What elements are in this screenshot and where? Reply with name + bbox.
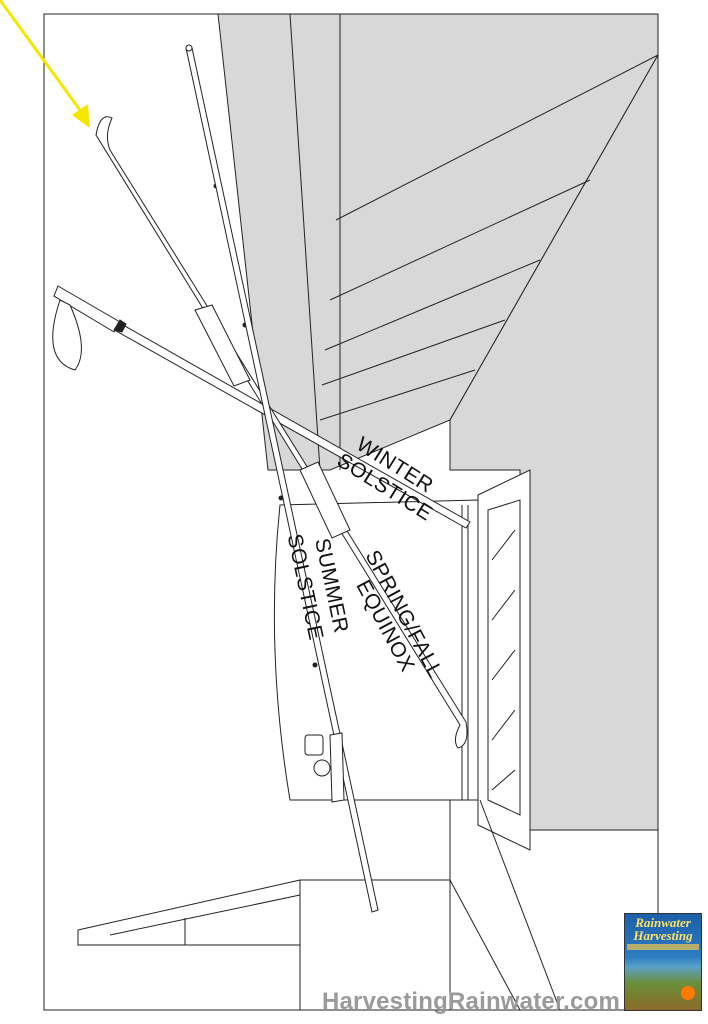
site-url[interactable]: HarvestingRainwater.com xyxy=(321,988,620,1015)
window xyxy=(477,469,531,851)
winter-solstice-rod xyxy=(52,285,471,529)
sun-ray-arrow xyxy=(0,0,90,128)
book-title-line2: Harvesting xyxy=(633,928,693,943)
sun-icon xyxy=(681,986,695,1000)
book-cover-thumbnail[interactable]: Rainwater Harvesting xyxy=(624,913,702,1011)
book-title-line1: Rainwater xyxy=(635,915,691,930)
wall-panel xyxy=(273,499,479,801)
floor xyxy=(77,799,561,1011)
book-subtitle-band xyxy=(627,944,699,950)
roof-rafters xyxy=(289,13,659,471)
summer-solstice-rod xyxy=(185,44,379,913)
equinox-rod xyxy=(95,116,468,749)
